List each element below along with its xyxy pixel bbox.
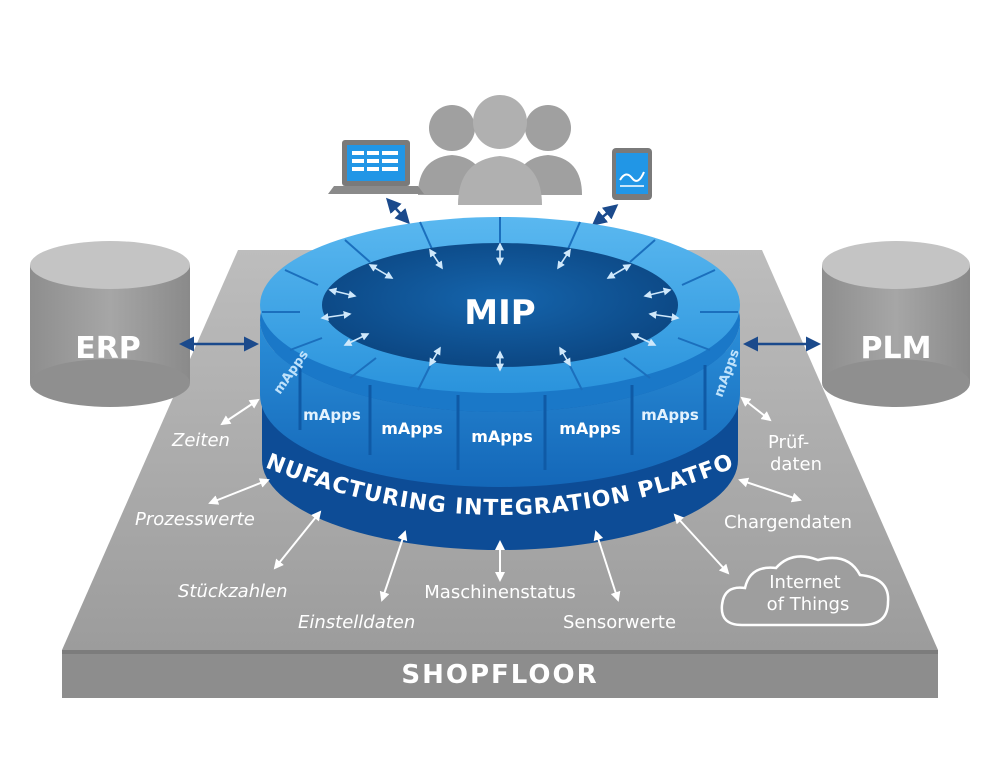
- label-stueckzahlen: Stückzahlen: [178, 581, 288, 602]
- mapps-label: mApps: [559, 419, 620, 438]
- mip-title: MIP: [464, 293, 535, 333]
- label-chargendaten: Chargendaten: [724, 512, 852, 533]
- mapps-label: mApps: [303, 406, 361, 424]
- iot-label-line2: of Things: [767, 594, 850, 615]
- mapps-label: mApps: [381, 419, 442, 438]
- users-group-icon: [418, 95, 582, 205]
- cloud-icon: [720, 555, 890, 627]
- erp-database: [30, 241, 190, 407]
- plm-database: [822, 241, 970, 407]
- plm-label: PLM: [861, 331, 932, 366]
- label-sensorwerte: Sensorwerte: [563, 612, 676, 633]
- label-zeiten: Zeiten: [171, 430, 230, 451]
- tablet-icon: [612, 148, 652, 200]
- core-arrows: [320, 242, 680, 372]
- iot-label-line1: Internet: [769, 572, 840, 593]
- label-pruefdaten-line2: daten: [770, 454, 822, 475]
- erp-label: ERP: [75, 331, 141, 366]
- arrow-laptop: [385, 197, 411, 225]
- label-prozesswerte: Prozesswerte: [135, 509, 255, 530]
- label-maschinenstatus: Maschinenstatus: [424, 582, 575, 603]
- label-einstelldaten: Einstelldaten: [298, 612, 415, 633]
- mapps-label: mApps: [471, 427, 532, 446]
- shopfloor-arrows: [208, 396, 802, 602]
- label-pruefdaten-line1: Prüf-: [768, 432, 809, 453]
- mip-core: [322, 243, 678, 367]
- arrow-tablet: [591, 204, 619, 226]
- laptop-icon: [328, 140, 424, 194]
- mapps-label: mApps: [641, 406, 699, 424]
- shopfloor-label: SHOPFLOOR: [401, 660, 598, 690]
